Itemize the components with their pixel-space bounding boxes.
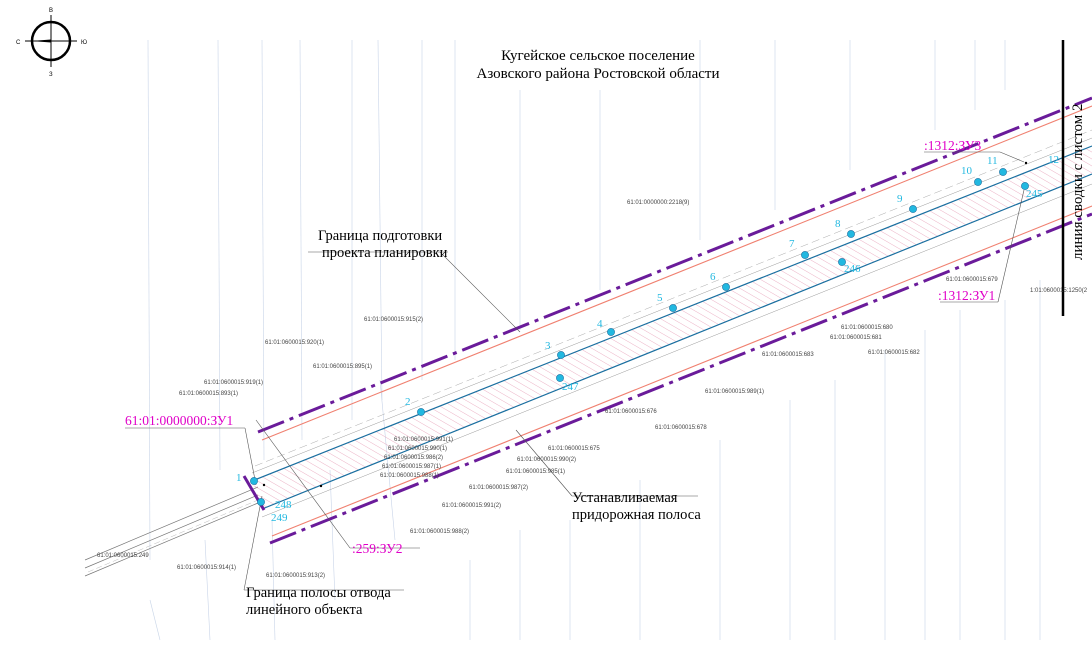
point-marker: [999, 168, 1007, 176]
parcel-label: 61:01:0600015:987(2): [469, 485, 528, 491]
point-number-4: 4: [597, 318, 603, 330]
parcel-label: 61:01:0600015:988(1): [380, 473, 439, 479]
point-number-7: 7: [789, 238, 795, 250]
point-marker: [847, 230, 855, 238]
planning-boundary-callout-line1: Граница подготовки: [318, 228, 442, 244]
point-number-249: 249: [271, 512, 288, 524]
parcel-label: 61:01:0600015:991(2): [442, 503, 501, 509]
parcel-label: 61:01:0600015:679: [946, 277, 998, 283]
zu2-label: :259:ЗУ2: [352, 541, 403, 556]
point-number-247: 247: [562, 381, 579, 393]
zu3-label: :1312:ЗУ3: [924, 138, 981, 153]
parcel-label: 61:01:0600015:678: [655, 425, 707, 431]
parcel-label: 61:01:0600015:675: [548, 446, 600, 452]
point-number-248: 248: [275, 499, 292, 511]
right-of-way-strip: [252, 146, 1092, 509]
point-marker: [257, 498, 265, 506]
road-axis-lines: [251, 145, 1092, 510]
parcel-label: 61:01:0000000:2218(9): [627, 200, 689, 206]
svg-text:Ю: Ю: [81, 40, 87, 46]
upper-point-numbers: 1 2 3 4 5 6 7 8 9 10 11 12: [236, 154, 1059, 484]
map-title-line2: Азовского района Ростовской области: [477, 66, 720, 82]
upper-boundary-points: [250, 168, 1007, 485]
parcel-label: 61:01:0600015:895(1): [313, 364, 372, 370]
point-number-6: 6: [710, 271, 716, 283]
point-marker: [250, 477, 258, 485]
parcel-label: 61:01:0600015:991(1): [394, 437, 453, 443]
lower-point-numbers: 248 249 247 246 245: [271, 188, 1043, 524]
roadside-strip-callout-line2: придорожная полоса: [572, 507, 701, 523]
parcel-labels: 61:01:0000000:2218(9) 61:01:0600015:915(…: [97, 200, 1088, 579]
point-marker: [557, 351, 565, 359]
parcel-label: 61:01:0600015:682: [868, 350, 920, 356]
parcel-label: 61:01:0600015:985(1): [506, 469, 565, 475]
parcel-label: 61:01:0600015:914(1): [177, 565, 236, 571]
parcel-label: 61:01:0600015:249: [97, 553, 149, 559]
point-number-5: 5: [657, 292, 663, 304]
point-marker: [556, 374, 564, 382]
allotment-boundary-callout-line2: линейного объекта: [246, 602, 363, 618]
sheet-junction-label: линия сводки с листом 2: [1070, 103, 1086, 260]
point-number-2: 2: [405, 396, 411, 408]
point-marker: [1021, 182, 1029, 190]
svg-text:В: В: [49, 8, 53, 14]
svg-text:З: З: [49, 72, 53, 78]
parcel-label: 61:01:0600015:676: [605, 409, 657, 415]
zu1-right-label: :1312:ЗУ1: [938, 288, 995, 303]
parcel-label: 61:01:0600015:683: [762, 352, 814, 358]
point-marker: [974, 178, 982, 186]
point-number-11: 11: [987, 155, 998, 167]
parcel-label: 61:01:0600015:986(2): [384, 455, 443, 461]
map-title-line1: Кугейское сельское поселение: [501, 48, 695, 64]
point-number-12: 12: [1048, 154, 1059, 166]
svg-text:С: С: [16, 40, 21, 46]
point-marker: [669, 304, 677, 312]
point-number-3: 3: [545, 340, 551, 352]
parcel-label: 61:01:0600015:893(1): [179, 391, 238, 397]
parcel-label: 61:01:0600015:987(1): [382, 464, 441, 470]
point-marker: [909, 205, 917, 213]
parcel-label: 61:01:0600015:915(2): [364, 317, 423, 323]
compass-rose: С В Ю З: [16, 8, 87, 78]
point-marker: [722, 283, 730, 291]
point-marker: [607, 328, 615, 336]
parcel-label: 61:01:0600015:989(1): [705, 389, 764, 395]
roadside-strip-callout-line1: Устанавливаемая: [572, 490, 678, 506]
road-extension-left: [84, 486, 259, 577]
parcel-label: 1:01:0600015:1250(2: [1030, 288, 1088, 294]
callout-leader-lines: [125, 151, 1025, 591]
zu1-left-label: 61:01:0000000:ЗУ1: [125, 413, 233, 428]
parcel-label: 61:01:0600015:988(2): [410, 529, 469, 535]
point-number-8: 8: [835, 218, 841, 230]
parcel-label: 61:01:0600015:919(1): [204, 380, 263, 386]
parcel-label: 61:01:0600015:990(2): [517, 457, 576, 463]
point-marker: [801, 251, 809, 259]
lower-boundary-points: [257, 182, 1029, 506]
point-number-245: 245: [1026, 188, 1043, 200]
point-marker: [838, 258, 846, 266]
point-number-246: 246: [844, 263, 861, 275]
allotment-boundary-callout-line1: Граница полосы отвода: [246, 585, 391, 601]
background-property-lines: [147, 39, 1041, 641]
point-marker: [417, 408, 425, 416]
parcel-label: 61:01:0600015:680: [841, 325, 893, 331]
parcel-label: 61:01:0600015:913(2): [266, 573, 325, 579]
roadside-strip-lines: [261, 105, 1092, 537]
point-number-1: 1: [236, 472, 242, 484]
point-number-10: 10: [961, 165, 973, 177]
parcel-label: 61:01:0600015:681: [830, 335, 882, 341]
parcel-label: 61:01:0600015:920(1): [265, 340, 324, 346]
point-number-9: 9: [897, 193, 903, 205]
parcel-label: 61:01:0600015:990(1): [388, 446, 447, 452]
planning-boundary-callout-line2: проекта планировки: [322, 245, 448, 261]
